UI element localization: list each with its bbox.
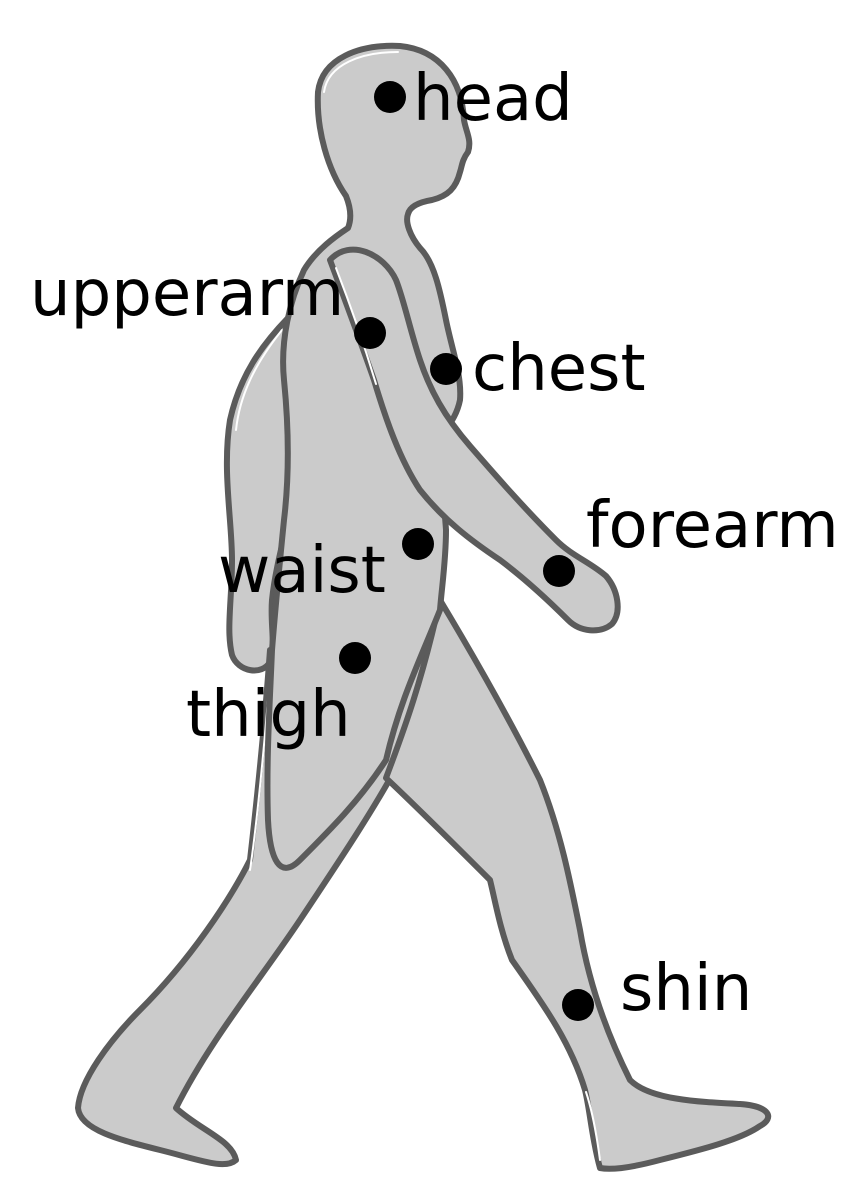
head-label: head (413, 62, 573, 136)
chest-marker (430, 353, 462, 385)
chest-label: chest (472, 332, 646, 406)
head-marker (374, 81, 406, 113)
forearm-label: forearm (586, 489, 839, 563)
upperarm-marker (354, 317, 386, 349)
shin-label: shin (620, 952, 752, 1026)
shin-marker (562, 989, 594, 1021)
forearm-marker (543, 555, 575, 587)
thigh-label: thigh (186, 678, 351, 752)
thigh-marker (339, 642, 371, 674)
upperarm-label: upperarm (30, 257, 344, 331)
waist-label: waist (218, 534, 386, 608)
waist-marker (402, 528, 434, 560)
front-leg (386, 600, 768, 1169)
